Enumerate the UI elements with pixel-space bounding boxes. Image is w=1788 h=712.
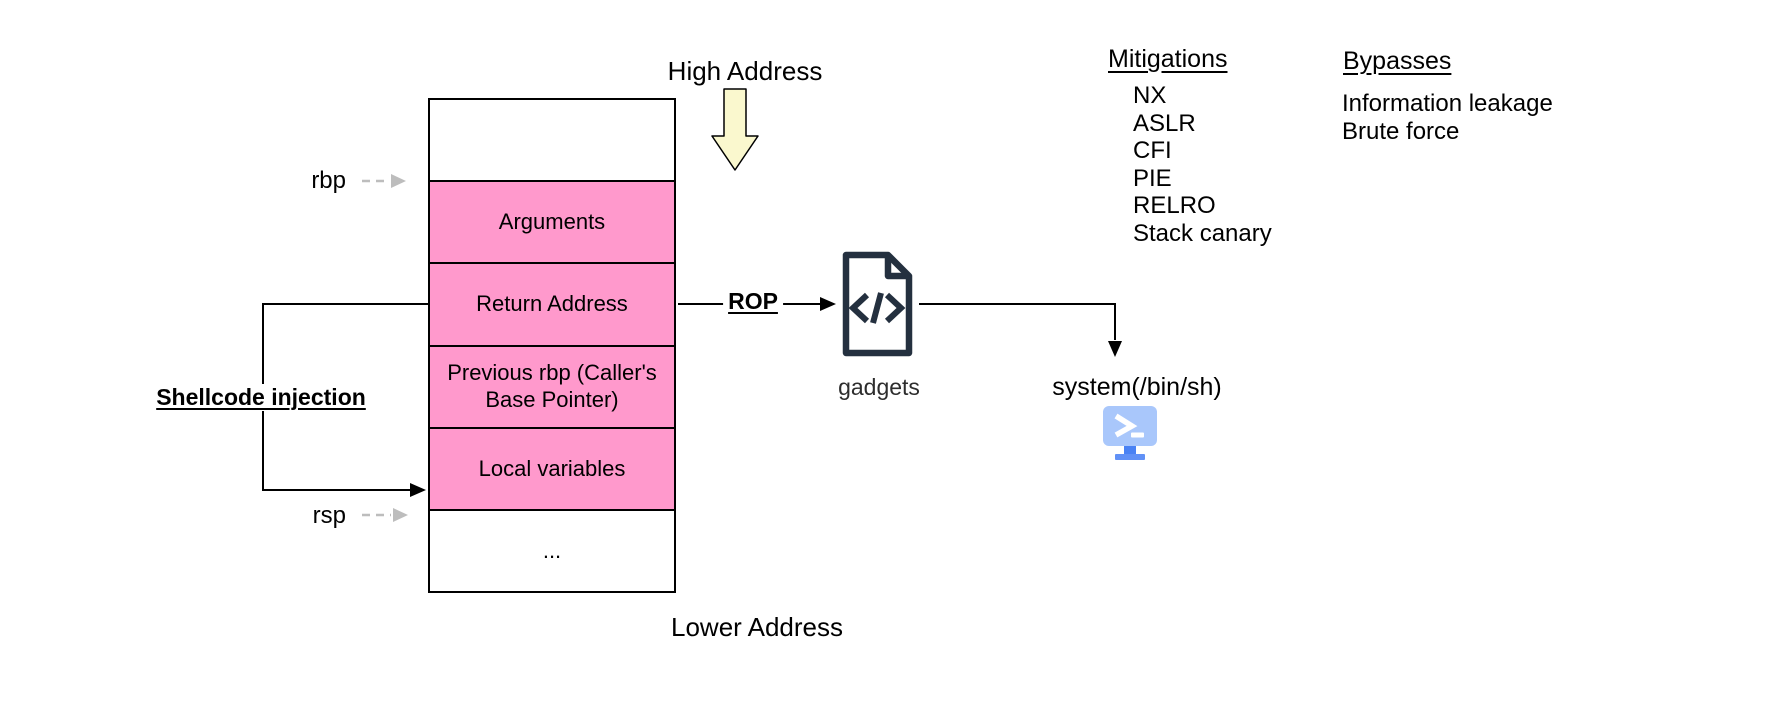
terminal-icon <box>1103 406 1157 460</box>
stack-cell-label: Local variables <box>478 455 626 481</box>
shellcode-injection-label: Shellcode injection <box>151 384 371 411</box>
stack-cell-label: Arguments <box>498 209 606 235</box>
mitigations-heading: Mitigations <box>1108 45 1228 73</box>
gadgets-to-system-arrow <box>919 303 1122 357</box>
bypass-item: Brute force <box>1342 118 1460 145</box>
system-binsh-label: system(/bin/sh) <box>1052 373 1222 401</box>
bypasses-list: Information leakage Brute force <box>1342 90 1553 146</box>
stack-cell-label: Return Address <box>476 291 628 317</box>
stack-cell-label: Previous rbp (Caller's Base Pointer) <box>447 360 657 412</box>
mitigation-item: Stack canary <box>1133 219 1272 247</box>
rbp-register-label: rbp <box>311 167 346 194</box>
rsp-pointer-arrow <box>362 508 408 522</box>
stack-cell-return-address: Return Address <box>430 262 674 345</box>
mitigations-list: NX ASLR CFI PIE RELRO Stack canary <box>1133 82 1272 247</box>
stack-cell-arguments: Arguments <box>430 180 674 263</box>
lower-address-label: Lower Address <box>671 612 843 642</box>
bypasses-heading: Bypasses <box>1343 47 1452 75</box>
rop-label: ROP <box>723 288 783 315</box>
rsp-register-label: rsp <box>312 502 346 529</box>
stack-cell-label: ... <box>542 537 562 563</box>
mitigation-item: ASLR <box>1133 109 1196 137</box>
stack-cell-ellipsis: ... <box>430 508 674 591</box>
high-address-down-arrow-icon <box>711 88 759 171</box>
mitigation-item: RELRO <box>1133 192 1216 219</box>
stack-cell-previous-rbp: Previous rbp (Caller's Base Pointer) <box>430 344 674 427</box>
mitigation-item: NX <box>1133 82 1167 109</box>
rbp-pointer-arrow <box>362 174 406 188</box>
bypass-item: Information leakage <box>1342 90 1553 117</box>
stack-memory-box: Arguments Return Address Previous rbp (C… <box>428 98 676 593</box>
stack-cell-empty-top <box>430 100 674 180</box>
stack-cell-local-variables: Local variables <box>430 426 674 509</box>
code-file-icon <box>842 251 913 357</box>
high-address-label: High Address <box>667 56 823 86</box>
mitigation-item: CFI <box>1133 137 1172 164</box>
gadgets-caption: gadgets <box>838 374 920 400</box>
mitigation-item: PIE <box>1133 164 1172 192</box>
